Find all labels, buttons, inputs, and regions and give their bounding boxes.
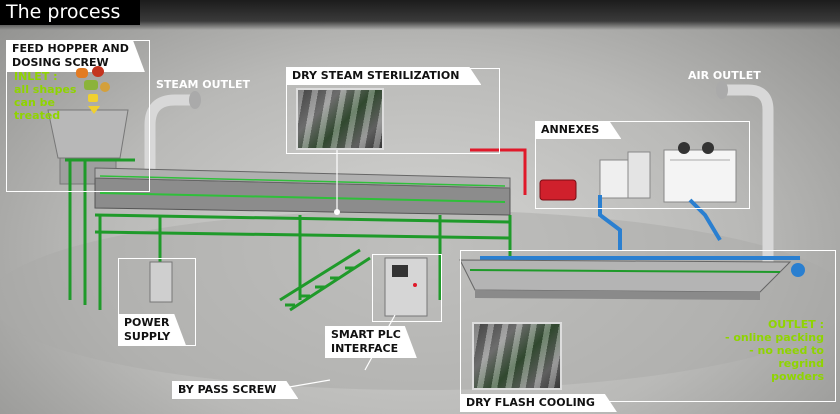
power-supply-box bbox=[149, 261, 173, 303]
product-pieces-icon bbox=[72, 66, 116, 106]
annex-cabinet-1 bbox=[599, 159, 629, 199]
smart-plc-line: INTERFACE bbox=[331, 342, 399, 355]
red-pipe bbox=[470, 148, 527, 195]
outlet-line: - no need to regrind bbox=[749, 344, 824, 370]
dry-flash-tab: DRY FLASH COOLING bbox=[460, 394, 617, 412]
annexes-tab: ANNEXES bbox=[535, 121, 621, 139]
power-supply-line: SUPPLY bbox=[124, 330, 171, 343]
outlet-line: powders bbox=[771, 370, 824, 383]
annex-chiller bbox=[663, 149, 737, 203]
dry-steam-photo bbox=[296, 88, 384, 150]
feed-hopper-title: FEED HOPPER AND bbox=[12, 42, 129, 55]
air-outlet-pipe bbox=[725, 84, 774, 265]
pump-unit bbox=[539, 179, 577, 201]
smart-plc-line: SMART PLC bbox=[331, 328, 401, 341]
outlet-note: OUTLET : - online packing - no need to r… bbox=[700, 318, 824, 383]
dry-steam-tab: DRY STEAM STERILIZATION bbox=[286, 67, 481, 85]
steam-outlet-pipe bbox=[144, 94, 195, 205]
smart-plc-tab: SMART PLC INTERFACE bbox=[325, 326, 417, 358]
feed-hopper-tab: FEED HOPPER AND DOSING SCREW bbox=[6, 40, 145, 72]
inlet-line: can be bbox=[14, 96, 55, 109]
dry-flash-photo bbox=[472, 322, 562, 390]
steam-outlet-label: STEAM OUTLET bbox=[156, 78, 251, 91]
smart-plc-callout bbox=[372, 254, 442, 322]
air-outlet-label: AIR OUTLET bbox=[688, 69, 761, 82]
inlet-heading: INLET : bbox=[14, 70, 58, 83]
dosing-screw-title: DOSING SCREW bbox=[12, 56, 109, 69]
feed-hopper bbox=[47, 109, 129, 159]
annexes-callout bbox=[535, 121, 750, 209]
dry-flash-callout bbox=[460, 250, 836, 402]
by-pass-screw-tab: BY PASS SCREW bbox=[172, 381, 298, 399]
outlet-heading: OUTLET : bbox=[767, 318, 824, 331]
inlet-note: INLET : all shapes can be treated bbox=[14, 70, 76, 122]
support-frame bbox=[65, 158, 512, 312]
inlet-line: treated bbox=[14, 109, 61, 122]
arrow-down-icon bbox=[88, 106, 100, 114]
power-supply-tab: POWER SUPPLY bbox=[118, 314, 186, 346]
inlet-line: all shapes bbox=[14, 83, 77, 96]
power-supply-line: POWER bbox=[124, 316, 170, 329]
page-title: The process bbox=[0, 0, 140, 25]
motor-right bbox=[791, 263, 805, 277]
outlet-line: - online packing bbox=[724, 331, 824, 344]
